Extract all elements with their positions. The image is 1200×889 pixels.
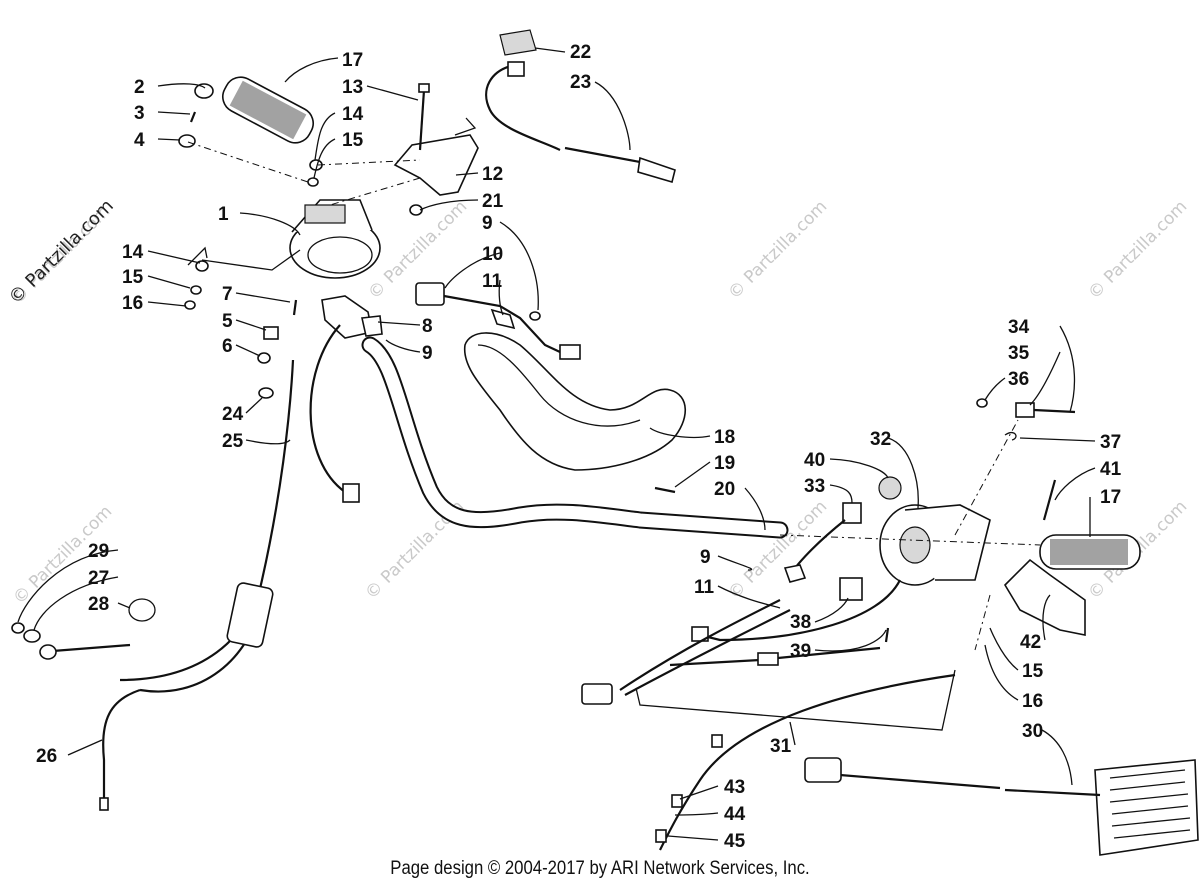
callout-35: 35 bbox=[1008, 343, 1030, 364]
callout-39: 39 bbox=[790, 641, 811, 662]
watermark: © Partzilla.com bbox=[1084, 197, 1191, 304]
callout-43: 43 bbox=[724, 777, 745, 798]
callout-14: 14 bbox=[122, 242, 144, 263]
callout-17: 17 bbox=[342, 50, 363, 71]
right-switch-housing bbox=[879, 504, 991, 586]
callout-3: 3 bbox=[134, 103, 145, 124]
throttle-cable bbox=[119, 359, 295, 682]
callout-7: 7 bbox=[222, 284, 233, 305]
callout-28: 28 bbox=[88, 594, 109, 615]
callout-42: 42 bbox=[1020, 632, 1041, 653]
throttle-lever bbox=[393, 134, 479, 196]
left-switch-housing bbox=[289, 199, 381, 279]
callout-11: 11 bbox=[482, 271, 503, 292]
callout-37: 37 bbox=[1100, 432, 1121, 453]
callout-29: 29 bbox=[88, 541, 109, 562]
watermarks: © Partzilla.com © Partzilla.com © Partzi… bbox=[7, 197, 1191, 609]
screw bbox=[189, 111, 197, 123]
callout-20: 20 bbox=[714, 479, 735, 500]
callout-5: 5 bbox=[222, 311, 233, 332]
callout-14: 14 bbox=[342, 104, 364, 125]
callout-9: 9 bbox=[482, 213, 493, 234]
switch-connector bbox=[415, 282, 445, 306]
callout-17: 17 bbox=[1100, 487, 1121, 508]
watermark: © Partzilla.com bbox=[724, 197, 831, 304]
callout-44: 44 bbox=[724, 804, 746, 825]
callout-8: 8 bbox=[422, 316, 433, 337]
heater-element bbox=[804, 757, 1199, 856]
callout-15: 15 bbox=[1022, 661, 1044, 682]
callout-36: 36 bbox=[1008, 369, 1029, 390]
watermark: © Partzilla.com bbox=[724, 497, 831, 604]
connector bbox=[842, 502, 862, 524]
right-grip bbox=[1039, 534, 1141, 570]
callout-12: 12 bbox=[482, 164, 503, 185]
callout-21: 21 bbox=[482, 191, 504, 212]
callout-9: 9 bbox=[700, 547, 711, 568]
callout-25: 25 bbox=[222, 431, 244, 452]
callout-9: 9 bbox=[422, 343, 433, 364]
callout-23: 23 bbox=[570, 72, 591, 93]
callout-31: 31 bbox=[770, 736, 792, 757]
brake-cable bbox=[659, 673, 956, 851]
leader-lines bbox=[17, 47, 1096, 841]
callout-41: 41 bbox=[1100, 459, 1122, 480]
callout-19: 19 bbox=[714, 453, 735, 474]
callout-30: 30 bbox=[1022, 721, 1043, 742]
callout-15: 15 bbox=[122, 267, 144, 288]
handlebar-pad bbox=[463, 332, 686, 471]
callout-13: 13 bbox=[342, 77, 363, 98]
callout-16: 16 bbox=[1022, 691, 1043, 712]
callouts: 2 3 4 17 13 14 15 22 23 12 21 1 9 10 11 … bbox=[36, 42, 1122, 852]
callout-34: 34 bbox=[1008, 317, 1030, 338]
callout-24: 24 bbox=[222, 404, 244, 425]
callout-26: 26 bbox=[36, 746, 57, 767]
bushing bbox=[178, 134, 196, 148]
callout-11: 11 bbox=[694, 577, 715, 598]
callout-6: 6 bbox=[222, 336, 233, 357]
knob bbox=[878, 476, 902, 500]
callout-18: 18 bbox=[714, 427, 735, 448]
callout-38: 38 bbox=[790, 612, 811, 633]
pivot-pin bbox=[418, 89, 426, 151]
watermark-left: © Partzilla.com bbox=[5, 195, 118, 308]
callout-32: 32 bbox=[870, 429, 891, 450]
page-footer-copyright: Page design © 2004-2017 by ARI Network S… bbox=[390, 858, 810, 879]
callout-10: 10 bbox=[482, 244, 503, 265]
cap bbox=[194, 83, 214, 99]
left-grip bbox=[222, 76, 314, 144]
callout-2: 2 bbox=[134, 77, 145, 98]
callout-1: 1 bbox=[218, 204, 229, 225]
callout-27: 27 bbox=[88, 568, 109, 589]
callout-33: 33 bbox=[804, 476, 825, 497]
callout-40: 40 bbox=[804, 450, 825, 471]
callout-16: 16 bbox=[122, 293, 143, 314]
callout-45: 45 bbox=[724, 831, 746, 852]
parts-drawing bbox=[11, 29, 1199, 856]
callout-22: 22 bbox=[570, 42, 591, 63]
callout-15: 15 bbox=[342, 130, 364, 151]
brake-lever bbox=[1003, 558, 1086, 636]
callout-4: 4 bbox=[134, 130, 145, 151]
